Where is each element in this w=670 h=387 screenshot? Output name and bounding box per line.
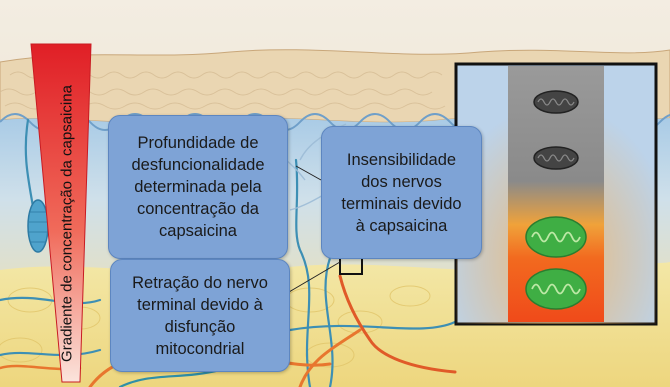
- callout-depth: Profundidade de desfuncionalidade determ…: [108, 115, 288, 259]
- mitochondrion-healthy-top: [526, 217, 586, 257]
- callout-retraction: Retração do nervo terminal devido à disf…: [110, 259, 290, 372]
- mitochondrion-damaged-bottom: [534, 147, 578, 169]
- callout-insensitivity: Insensibilidade dos nervos terminais dev…: [321, 126, 482, 259]
- zoom-inset-frame: [456, 64, 656, 324]
- mitochondrion-damaged-top: [534, 91, 578, 113]
- gradient-label: Gradiente de concentração da capsaicina: [59, 59, 76, 387]
- mitochondrion-healthy-bottom: [526, 269, 586, 309]
